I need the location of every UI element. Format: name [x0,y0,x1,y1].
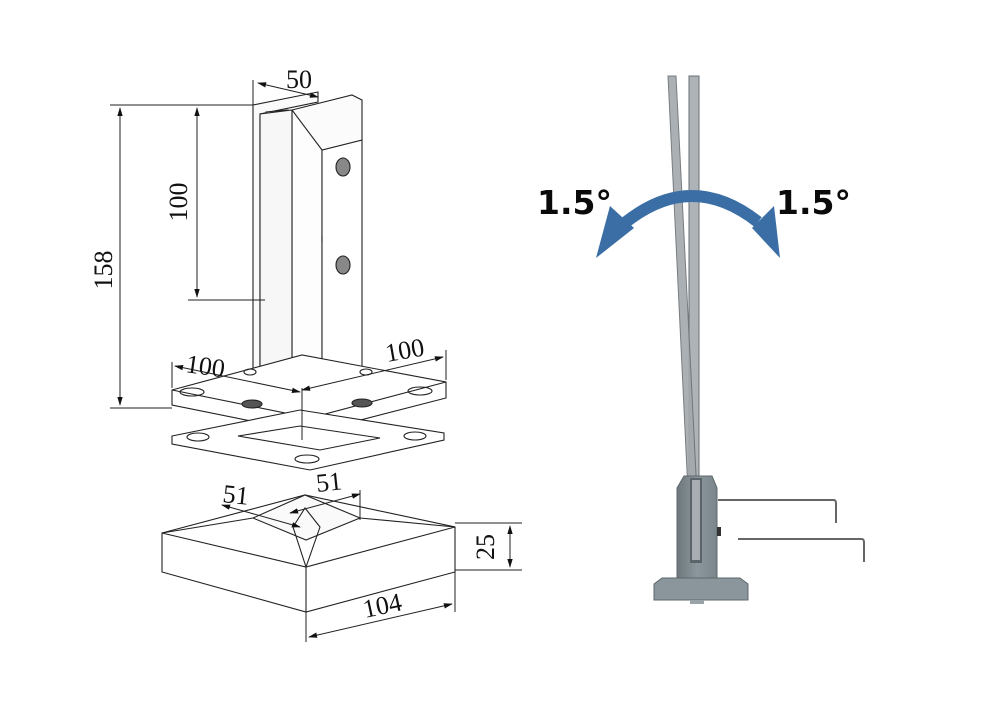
allen-key-upper-icon [718,499,837,523]
dim-cover-right: 51 [315,466,344,498]
dimension-lines [110,80,522,642]
dim-clamp-height: 100 [164,183,193,222]
dim-total-height: 158 [89,251,118,290]
gasket [171,409,445,471]
cover-cap [161,494,456,613]
set-screw-icon [717,527,721,536]
tilt-arrow-icon [622,190,762,227]
bolt-hole-lower-icon [335,255,351,275]
dim-cover-left: 51 [221,479,250,511]
spigot-flange [653,577,749,601]
dim-base-left: 100 [184,349,227,383]
dim-base-right: 100 [383,333,426,368]
dim-cover-height: 25 [471,534,500,560]
spigot-body [252,91,363,396]
allen-key-lower-icon [738,538,865,562]
tilt-diagram [596,75,865,604]
bolt-hole-upper-icon [335,157,351,177]
tilt-angle-left: 1.5° [537,183,612,222]
tilt-angle-right: 1.5° [776,183,851,222]
dimension-labels: 158 100 50 100 100 51 51 25 104 [89,65,500,624]
dim-clamp-width: 50 [286,65,312,94]
